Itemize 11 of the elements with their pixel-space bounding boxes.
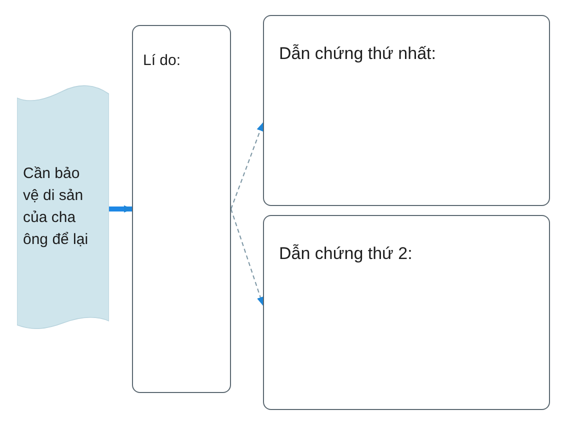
node-label: Dẫn chứng thứ 2: xyxy=(279,243,414,265)
node-label: Dẫn chứng thứ nhất: xyxy=(279,43,437,65)
dashed-arrow xyxy=(230,122,264,210)
rounded-box xyxy=(263,15,550,206)
node-label: Cần bảo vệ di sản của cha ông để lại xyxy=(23,164,90,250)
node-label: Lí do: xyxy=(143,51,182,71)
arrow xyxy=(109,205,133,213)
wavy-banner xyxy=(17,85,109,330)
rounded-box xyxy=(263,215,550,410)
dashed-arrow xyxy=(230,208,264,306)
rounded-box xyxy=(132,25,231,393)
